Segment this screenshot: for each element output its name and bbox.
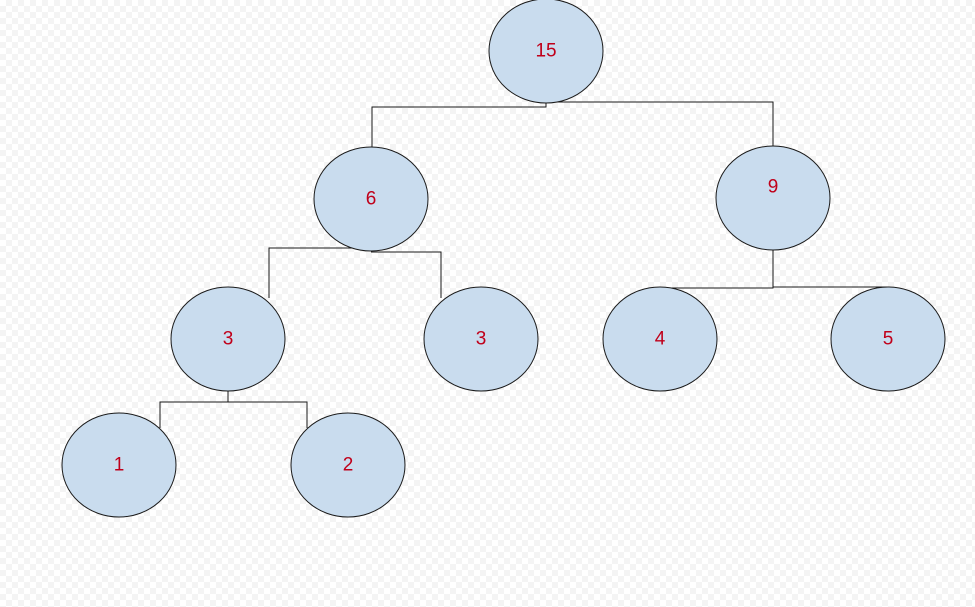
node-5-label: 5	[883, 329, 894, 350]
node-3-right-label: 3	[476, 329, 487, 350]
node-3-left: 3	[170, 286, 286, 392]
edge-15-6	[371, 103, 547, 147]
node-15-circle	[488, 0, 604, 104]
node-6: 6	[313, 146, 429, 252]
node-4: 4	[602, 286, 718, 392]
edge-3a-1	[159, 391, 229, 428]
node-9-label: 9	[768, 177, 779, 198]
node-3-left-circle	[170, 286, 286, 392]
node-1: 1	[61, 412, 177, 518]
node-5-circle	[830, 286, 946, 392]
node-6-circle	[313, 146, 429, 252]
node-15: 15	[488, 0, 604, 104]
node-9: 9	[715, 145, 831, 251]
node-3-right: 3	[423, 286, 539, 392]
node-5: 5	[830, 286, 946, 392]
node-1-circle	[61, 412, 177, 518]
edge-9-4	[662, 250, 774, 289]
node-3-right-circle	[423, 286, 539, 392]
node-2: 2	[290, 412, 406, 518]
node-2-label: 2	[343, 455, 354, 476]
node-6-label: 6	[366, 189, 377, 210]
edge-3a-2	[228, 401, 308, 428]
node-3-left-label: 3	[223, 329, 234, 350]
edge-15-9	[546, 101, 774, 146]
node-9-circle	[715, 145, 831, 251]
edges-layer	[159, 101, 889, 428]
edge-6-3b	[371, 251, 442, 298]
node-1-label: 1	[114, 455, 125, 476]
node-4-circle	[602, 286, 718, 392]
node-2-circle	[290, 412, 406, 518]
node-4-label: 4	[655, 329, 666, 350]
node-15-label: 15	[535, 41, 556, 62]
edge-6-3a	[268, 247, 368, 298]
